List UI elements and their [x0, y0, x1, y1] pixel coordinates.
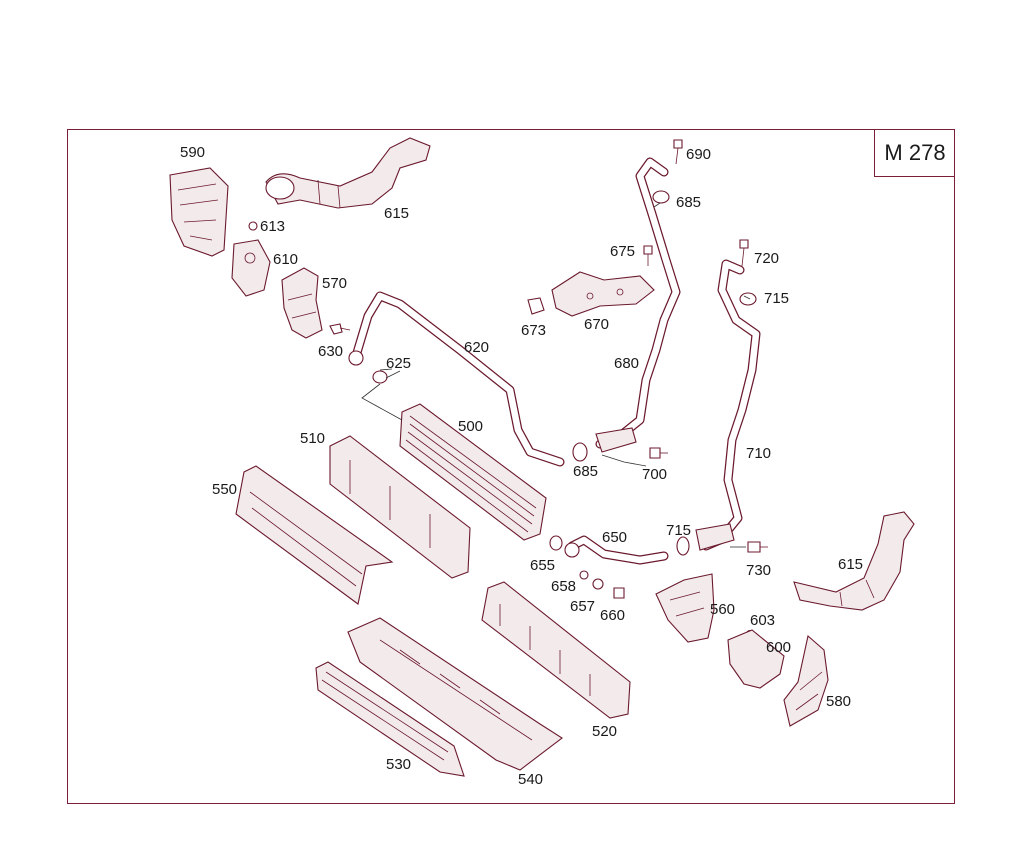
engine-code-box: M 278: [874, 129, 955, 177]
part-613-nut[interactable]: [248, 221, 258, 231]
callout-660: 660: [600, 607, 625, 624]
part-620-charge-air-pipe[interactable]: [348, 291, 565, 467]
part-530-grille[interactable]: [315, 661, 465, 777]
part-730-bolt[interactable]: [747, 541, 768, 553]
callout-530: 530: [386, 756, 411, 773]
callout-720: 720: [754, 250, 779, 267]
part-600-air-duct-right[interactable]: [727, 629, 785, 689]
leader-lines: [361, 202, 751, 548]
callout-625: 625: [386, 355, 411, 372]
callout-560: 560: [710, 601, 735, 618]
callout-613: 613: [260, 218, 285, 235]
callout-680: 680: [614, 355, 639, 372]
callout-715-lower: 715: [666, 522, 691, 539]
part-655-seal-ring[interactable]: [549, 535, 563, 551]
callout-710: 710: [746, 445, 771, 462]
part-570-bracket[interactable]: [281, 267, 323, 339]
part-670-bracket[interactable]: [551, 271, 655, 317]
part-615-charge-air-pipe-lower[interactable]: [793, 511, 915, 611]
callout-675: 675: [610, 243, 635, 260]
callout-700: 700: [642, 466, 667, 483]
part-630-bolt[interactable]: [329, 323, 351, 335]
part-580-air-duct-bracket[interactable]: [783, 634, 829, 727]
callout-657: 657: [570, 598, 595, 615]
part-520-air-guide-lower[interactable]: [481, 581, 631, 719]
callout-655: 655: [530, 557, 555, 574]
part-715-seal-ring-lower[interactable]: [676, 536, 690, 556]
part-690-bolt[interactable]: [673, 139, 683, 165]
callout-610: 610: [273, 251, 298, 268]
callout-685-lower: 685: [573, 463, 598, 480]
part-550-air-guide-panel[interactable]: [235, 465, 394, 605]
callout-673: 673: [521, 322, 546, 339]
part-675-bolt[interactable]: [643, 245, 653, 266]
callout-603: 603: [750, 612, 775, 629]
part-685-seal-ring-lower[interactable]: [572, 442, 588, 462]
callout-715-upper: 715: [764, 290, 789, 307]
part-625-seal-ring[interactable]: [372, 370, 388, 384]
part-660-bolt[interactable]: [613, 587, 625, 599]
callout-650: 650: [602, 529, 627, 546]
part-673-nut[interactable]: [527, 297, 545, 315]
part-500-charge-air-cooler[interactable]: [399, 403, 547, 541]
callout-690: 690: [686, 146, 711, 163]
callout-570: 570: [322, 275, 347, 292]
diagram-frame: [67, 129, 955, 804]
part-685-seal-ring-upper[interactable]: [652, 190, 670, 204]
callout-510: 510: [300, 430, 325, 447]
part-657-washer[interactable]: [592, 578, 604, 590]
callout-520: 520: [592, 723, 617, 740]
callout-615-lower: 615: [838, 556, 863, 573]
callout-685-upper: 685: [676, 194, 701, 211]
callout-730: 730: [746, 562, 771, 579]
callout-630: 630: [318, 343, 343, 360]
engine-code: M 278: [884, 139, 946, 165]
part-560-bracket[interactable]: [655, 573, 715, 643]
part-650-charge-air-pipe[interactable]: [564, 535, 669, 565]
callout-550: 550: [212, 481, 237, 498]
part-715-seal-ring-upper[interactable]: [739, 292, 757, 306]
part-720-bolt[interactable]: [739, 239, 749, 267]
callout-540: 540: [518, 771, 543, 788]
callout-600: 600: [766, 639, 791, 656]
part-510-air-guide-frame[interactable]: [329, 435, 471, 579]
part-615-charge-air-pipe-upper[interactable]: [265, 137, 431, 209]
part-710-charge-air-pipe[interactable]: [695, 259, 761, 551]
part-700-bolt[interactable]: [649, 447, 668, 459]
callout-500: 500: [458, 418, 483, 435]
callout-590: 590: [180, 144, 205, 161]
part-658-o-ring[interactable]: [579, 570, 589, 580]
part-680-charge-air-pipe[interactable]: [595, 157, 681, 453]
callout-620: 620: [464, 339, 489, 356]
callout-670: 670: [584, 316, 609, 333]
part-540-bumper-support[interactable]: [347, 617, 563, 771]
part-610-bracket[interactable]: [231, 239, 271, 297]
part-590-air-duct-left[interactable]: [169, 167, 229, 257]
callout-615-upper: 615: [384, 205, 409, 222]
callout-580: 580: [826, 693, 851, 710]
callout-658: 658: [551, 578, 576, 595]
